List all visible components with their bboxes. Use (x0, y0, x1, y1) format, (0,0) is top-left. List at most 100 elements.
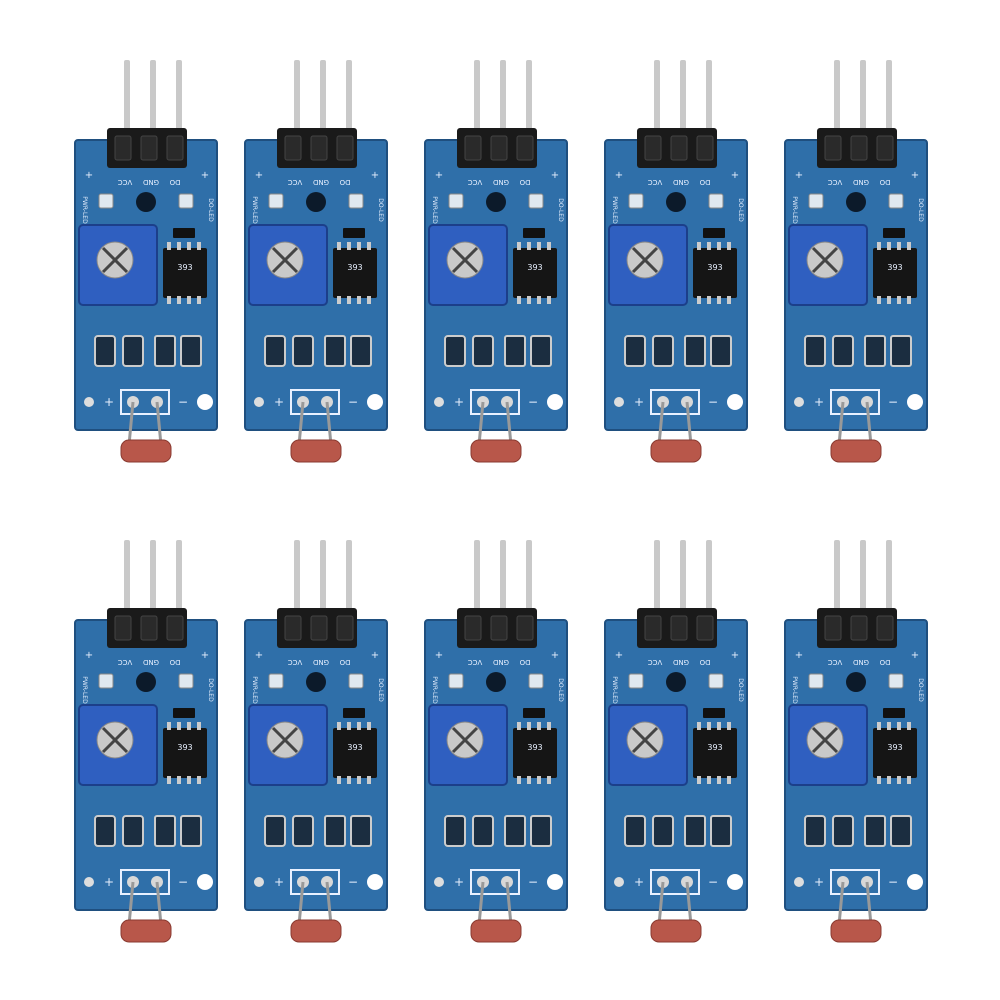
sensor-lead (297, 881, 305, 926)
minus-label: − (178, 395, 188, 409)
chip-pin (187, 776, 191, 784)
gnd-label: GND (313, 178, 329, 186)
minus-label: − (708, 875, 718, 889)
header-socket (876, 135, 894, 161)
chip-pin (357, 776, 361, 784)
gnd-label: GND (143, 658, 159, 666)
chip-pin (717, 776, 721, 784)
header-pin (150, 60, 156, 140)
plus-label: + (454, 875, 464, 889)
header-pin (320, 540, 326, 620)
comparator-chip (333, 248, 377, 298)
chip-pin (167, 776, 171, 784)
sensor-pad-outline (120, 389, 170, 415)
plus-label: + (731, 650, 739, 661)
chip-pin (357, 242, 361, 250)
smd-capacitor (94, 335, 116, 367)
do-label: DO (879, 178, 890, 186)
knob-slot (451, 726, 479, 754)
signal-led (528, 193, 544, 209)
header-pin (680, 540, 686, 620)
smd-resistor (154, 815, 176, 847)
signal-led (528, 673, 544, 689)
gnd-label: GND (143, 178, 159, 186)
chip-marking: 393 (527, 743, 542, 752)
pwr-led-label: PWR-LED (81, 676, 88, 704)
chip-pin (547, 776, 551, 784)
mounting-hole (306, 672, 326, 692)
signal-led (178, 673, 194, 689)
knob-slot (631, 246, 659, 274)
chip-pin (347, 776, 351, 784)
solder-pad (614, 397, 624, 407)
smd-capacitor (472, 335, 494, 367)
sensor-pad-outline (470, 869, 520, 895)
header-pin (886, 540, 892, 620)
solder-pad (197, 874, 213, 890)
header-socket (166, 615, 184, 641)
photoresistor (650, 919, 702, 943)
power-led (628, 673, 644, 689)
vcc-label: VCC (118, 658, 133, 666)
header-pin (860, 60, 866, 140)
chip-pin (537, 296, 541, 304)
gnd-label: GND (673, 178, 689, 186)
smd-capacitor (264, 335, 286, 367)
power-led (448, 673, 464, 689)
do-label: DO (339, 658, 350, 666)
minus-label: − (178, 875, 188, 889)
smd-capacitor (444, 335, 466, 367)
sensor-lead (685, 401, 693, 446)
header-pin (886, 60, 892, 140)
sensor-lead (865, 401, 873, 446)
solder-pad (547, 874, 563, 890)
header-pin (150, 540, 156, 620)
chip-pin (167, 242, 171, 250)
chip-pin (527, 296, 531, 304)
smd-capacitor (122, 815, 144, 847)
do-label: DO (699, 178, 710, 186)
chip-pin (187, 296, 191, 304)
sensor-pad-outline (290, 869, 340, 895)
power-led (808, 673, 824, 689)
header-socket (670, 135, 688, 161)
minus-label: − (348, 395, 358, 409)
sensor-lead (297, 401, 305, 446)
plus-label: + (911, 650, 919, 661)
plus-label: + (104, 395, 114, 409)
header-pin (474, 540, 480, 620)
chip-marking: 393 (177, 743, 192, 752)
smd-capacitor (122, 335, 144, 367)
solder-pad (197, 394, 213, 410)
photoresistor (830, 919, 882, 943)
smd-capacitor (624, 815, 646, 847)
header-socket (490, 615, 508, 641)
header-pin (706, 540, 712, 620)
chip-pin (887, 722, 891, 730)
plus-label: + (551, 650, 559, 661)
vcc-label: VCC (118, 178, 133, 186)
smd-capacitor (624, 335, 646, 367)
chip-pin (877, 242, 881, 250)
vcc-label: VCC (468, 178, 483, 186)
plus-label: + (795, 170, 803, 181)
plus-label: + (274, 395, 284, 409)
mounting-hole (666, 192, 686, 212)
header-socket (310, 135, 328, 161)
header-socket (310, 615, 328, 641)
chip-pin (517, 722, 521, 730)
chip-pin (707, 722, 711, 730)
smd-capacitor (472, 815, 494, 847)
sensor-lead (127, 881, 135, 926)
smd-resistor (684, 815, 706, 847)
mounting-hole (136, 192, 156, 212)
smd-resistor (324, 815, 346, 847)
sensor-pad-outline (650, 869, 700, 895)
smd-resistor (864, 335, 886, 367)
signal-led (888, 673, 904, 689)
chip-pin (717, 722, 721, 730)
